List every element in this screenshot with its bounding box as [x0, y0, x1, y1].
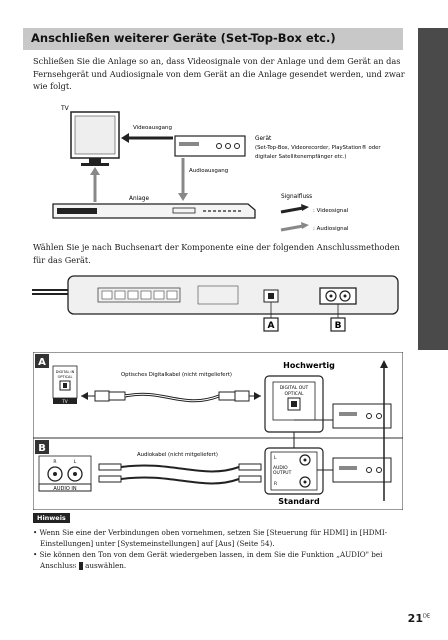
intro-paragraph: Schließen Sie die Anlage so an, dass Vid… [33, 56, 405, 91]
audioausgang-label: Audioausgang [189, 168, 228, 174]
external-device-illustration [174, 135, 246, 157]
note-2: • Sie können den Ton von dem Gerät wiede… [33, 550, 383, 570]
signalfluss-label: Signalfluss [281, 194, 312, 200]
panel-marker-b [330, 317, 346, 332]
svg-text:TV: TV [61, 399, 67, 404]
hochwertig-label: Hochwertig [283, 361, 335, 370]
svg-text:AUDIO IN: AUDIO IN [53, 486, 76, 492]
svg-text:R: R [53, 459, 56, 465]
choose-method-paragraph: Wählen Sie je nach Buchsenart der Kompon… [33, 242, 400, 265]
geraet-desc-2: digitaler Satellitenempfänger etc.) [255, 154, 346, 160]
svg-text:OUTPUT: OUTPUT [273, 470, 292, 476]
panel-marker-a [263, 317, 279, 332]
audio-cable [98, 463, 262, 485]
hinweis-label: Hinweis [33, 513, 70, 523]
section-title-bar: Anschließen weiterer Geräte (Set-Top-Box… [23, 28, 403, 50]
audio-in-ports [319, 287, 357, 305]
svg-text:DIGITAL IN: DIGITAL IN [56, 370, 75, 374]
method-a-marker-text: A [38, 357, 46, 368]
panel-marker-a-text: A [268, 321, 275, 331]
connection-methods-diagram: A DIGITAL IN OPTICAL TV Optisches Digita… [33, 352, 403, 510]
svg-text:OPTICAL: OPTICAL [58, 375, 73, 379]
video-legend-arrow [280, 206, 304, 214]
anlage-label: Anlage [129, 196, 149, 202]
method-b-marker [35, 440, 49, 454]
hinweis-notes: • Wenn Sie eine der Verbindungen oben vo… [33, 528, 403, 572]
svg-text:L: L [74, 459, 77, 465]
note-1: • Wenn Sie eine der Verbindungen oben vo… [33, 528, 388, 548]
audiosignal-legend: : Audiosignal [313, 226, 349, 232]
svg-text:L: L [274, 455, 277, 461]
geraet-desc-1: (Set-Top-Box, Videorecorder, PlayStation… [255, 144, 381, 151]
anlage-illustration [52, 203, 256, 219]
audio-cable-label: Audiokabel (nicht mitgeliefert) [137, 452, 218, 458]
geraet-title: Gerät [255, 136, 272, 142]
audio-legend-arrow [280, 224, 304, 232]
method-b-marker-text: B [38, 443, 46, 454]
svg-text:R: R [274, 481, 277, 487]
svg-text:AUDIO: AUDIO [273, 465, 288, 471]
section-side-tab: Vorbereitungen [368, 28, 448, 350]
videoausgang-label: Videoausgang [133, 125, 172, 131]
rear-panel [67, 275, 399, 315]
svg-text:OPTICAL: OPTICAL [284, 391, 304, 397]
videosignal-legend: : Videosignal [313, 208, 349, 214]
svg-text:DIGITAL OUT: DIGITAL OUT [280, 385, 309, 391]
optical-cable-label: Optisches Digitalkabel (nicht mitgeliefe… [121, 372, 232, 378]
signal-flow-diagram: TV Videoausgang Gerät (Set-Top-Box, Vide… [52, 105, 381, 232]
quality-arrow [380, 360, 388, 501]
note-b-marker: B [74, 561, 83, 570]
standard-label: Standard [278, 497, 320, 506]
page-title: Anschließen weiterer Geräte (Set-Top-Box… [31, 31, 336, 45]
page-number: 21DE [407, 612, 430, 625]
panel-marker-b-text: B [335, 321, 342, 331]
rear-panel-diagram: A B [32, 275, 399, 332]
tv-illustration [70, 111, 120, 166]
tv-label: TV [60, 105, 70, 112]
method-a-marker [35, 354, 49, 368]
